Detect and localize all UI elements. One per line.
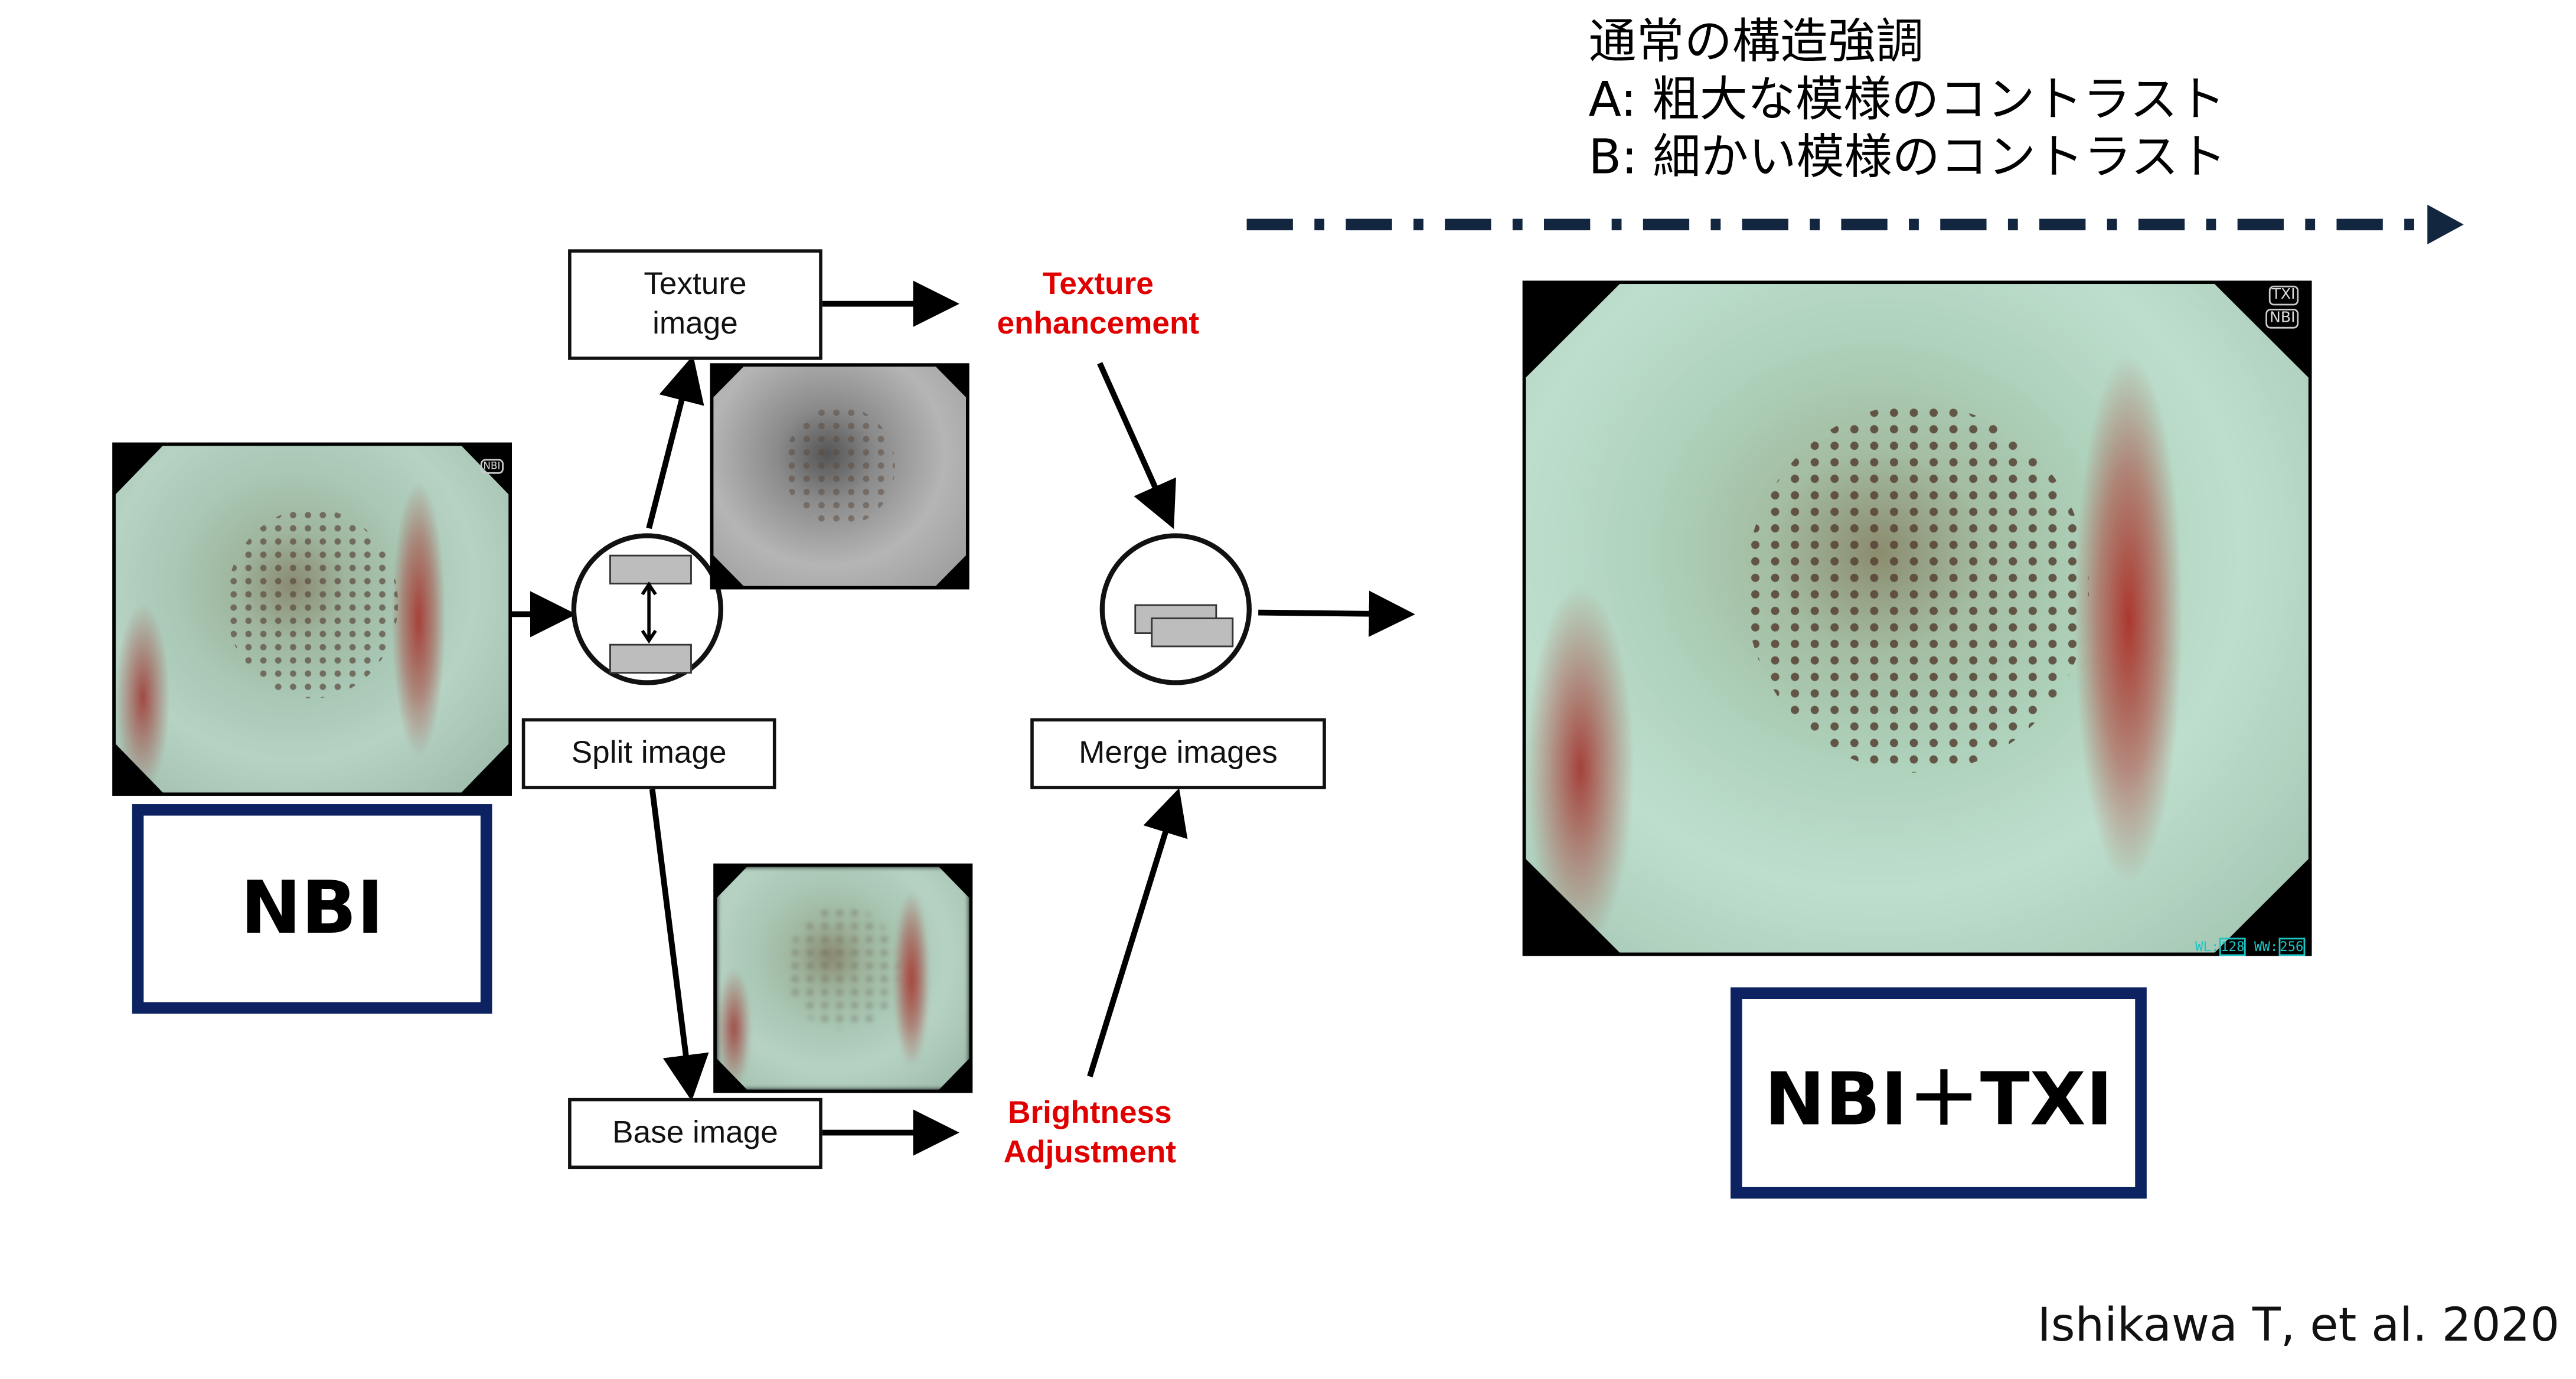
wl-ww-readout: WL:128 WW:256 [2195,937,2306,956]
nbi-txi-endoscopy-image: TXI NBI WL:128 WW:256 [1522,280,2312,956]
texture-image-box: Texture image [568,249,822,360]
split-image-box: Split image [521,718,776,789]
merge-icon [1099,533,1252,685]
title-line-1: 通常の構造強調 [1588,13,1924,70]
brightness-adjustment-label: Brightness Adjustment [1003,1096,1177,1171]
texture-enhancement-label: Texture enhancement [997,267,1200,342]
arrow-enh-to-merge [1097,362,1176,530]
base-blurred-image [713,863,973,1093]
nbi-label: NBI [132,804,492,1014]
nbi-badge-icon: NBI [479,459,504,474]
arrow-merge-out [1258,590,1415,637]
title-line-b: B: 細かい模様のコントラスト [1588,129,2226,185]
citation: Ishikawa T, et al. 2020 [2037,1298,2560,1352]
merge-images-box: Merge images [1030,718,1326,789]
nbi-txi-label: NBI＋TXI [1731,987,2147,1199]
nbi-endoscopy-image: NBI [112,442,512,796]
split-icon [571,533,723,685]
title-line-a: A: 粗大な模様のコントラスト [1588,71,2226,128]
dashed-arrow [1246,204,2464,244]
arrow-split-to-base [649,789,709,1102]
texture-grayscale-image [710,363,969,590]
arrow-split-to-texture [646,355,704,530]
txi-badge-icon: TXI [2268,285,2299,306]
title-text: 通常の構造強調 A: 粗大な模様のコントラスト B: 細かい模様のコントラスト [1589,13,2226,187]
nbi-badge-icon: NBI [2266,309,2299,329]
base-image-box: Base image [568,1097,822,1169]
arrow-bright-to-merge [1087,787,1188,1077]
